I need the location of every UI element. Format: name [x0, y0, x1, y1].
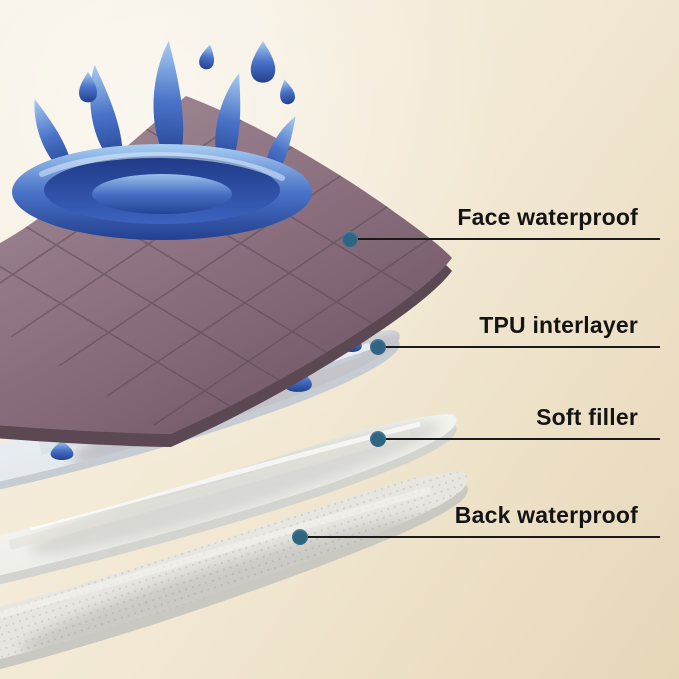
annotation-label: TPU interlayer	[479, 312, 638, 338]
layer-marker-dot	[292, 529, 308, 545]
leader-line	[292, 529, 660, 545]
layer-marker-dot	[370, 431, 386, 447]
leader-line	[370, 339, 660, 355]
annotation-face-waterproof: Face waterproof	[342, 204, 660, 247]
annotation-back-waterproof: Back waterproof	[292, 502, 660, 545]
leader-line	[342, 231, 660, 247]
leader-line	[370, 431, 660, 447]
water-droplet-icon	[79, 41, 297, 106]
water-splash-icon	[12, 40, 312, 240]
annotation-label: Soft filler	[536, 404, 638, 430]
annotation-label: Face waterproof	[457, 204, 638, 230]
annotation-tpu-interlayer: TPU interlayer	[370, 312, 660, 355]
back-waterproof-layer	[0, 471, 468, 674]
annotation-label: Back waterproof	[454, 502, 638, 528]
annotation-soft-filler: Soft filler	[370, 404, 660, 447]
layer-marker-dot	[370, 339, 386, 355]
layer-marker-dot	[342, 231, 358, 247]
